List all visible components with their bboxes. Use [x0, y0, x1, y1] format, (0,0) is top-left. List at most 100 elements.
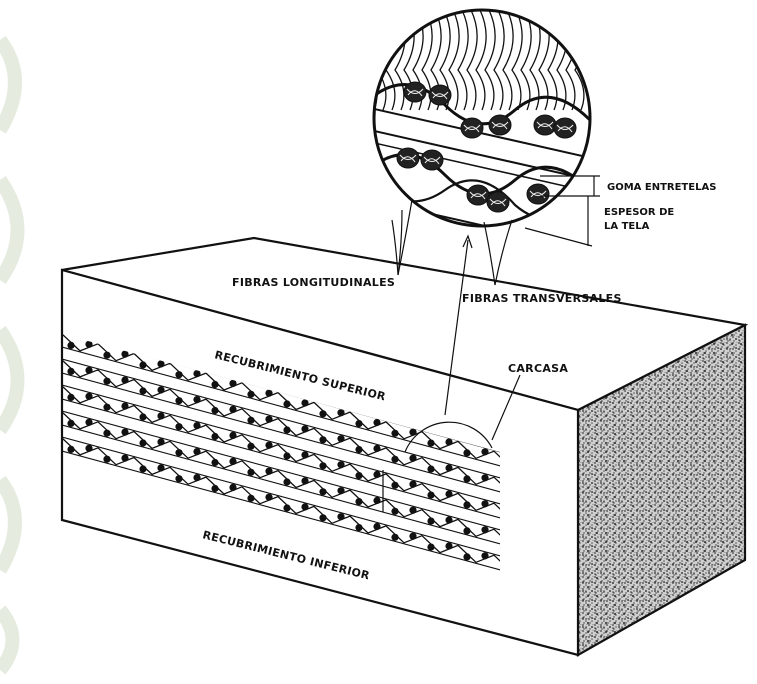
warp-fiber-dot	[301, 503, 308, 510]
warp-fiber-dot	[175, 397, 182, 404]
warp-fiber-dot	[373, 419, 380, 426]
warp-fiber-dot	[391, 508, 398, 515]
warp-fiber-dot	[211, 459, 218, 466]
warp-fiber-dot	[355, 472, 362, 479]
warp-fiber-dot	[193, 422, 200, 429]
label-carcass: CARCASA	[508, 362, 568, 375]
warp-fiber-dot	[427, 492, 434, 499]
warp-fiber-dot	[103, 404, 110, 411]
label-ply-thickness-line1: ESPESOR DE	[604, 207, 674, 218]
warp-fiber-dot	[391, 534, 398, 541]
warp-fiber-dot	[265, 390, 272, 397]
warp-fiber-dot	[211, 485, 218, 492]
warp-fiber-dot	[301, 425, 308, 432]
warp-fiber-dot	[67, 394, 74, 401]
fibrous-strand	[593, 10, 603, 110]
warp-fiber-dot	[85, 419, 92, 426]
inset-cord-bundle	[421, 150, 443, 170]
warp-fiber-dot	[463, 475, 470, 482]
warp-fiber-dot	[337, 409, 344, 416]
warp-fiber-dot	[481, 448, 488, 455]
warp-fiber-dot	[283, 426, 290, 433]
warp-fiber-dot	[157, 464, 164, 471]
warp-fiber-dot	[445, 516, 452, 523]
warp-fiber-dot	[157, 412, 164, 419]
inset-cord-bundle	[429, 85, 451, 105]
warp-fiber-dot	[373, 497, 380, 504]
warp-fiber-dot	[265, 442, 272, 449]
warp-fiber-dot	[247, 391, 254, 398]
inset-cord-bundle	[554, 118, 576, 138]
warp-fiber-dot	[193, 474, 200, 481]
warp-fiber-dot	[319, 436, 326, 443]
warp-fiber-dot	[337, 487, 344, 494]
warp-fiber-dot	[283, 478, 290, 485]
warp-fiber-dot	[463, 553, 470, 560]
warp-fiber-dot	[463, 501, 470, 508]
warp-fiber-dot	[427, 440, 434, 447]
warp-fiber-dot	[193, 370, 200, 377]
warp-fiber-dot	[283, 452, 290, 459]
warp-fiber-dot	[319, 488, 326, 495]
warp-fiber-dot	[301, 399, 308, 406]
warp-fiber-dot	[463, 527, 470, 534]
warp-fiber-dot	[427, 544, 434, 551]
warp-fiber-dot	[67, 342, 74, 349]
warp-fiber-dot	[247, 443, 254, 450]
warp-fiber-dot	[139, 413, 146, 420]
label-interply-rubber: GOMA ENTRETELAS	[607, 182, 716, 193]
warp-fiber-dot	[175, 449, 182, 456]
warp-fiber-dot	[211, 381, 218, 388]
warp-fiber-dot	[481, 552, 488, 559]
inset-cord-bundle	[534, 115, 556, 135]
warp-fiber-dot	[391, 482, 398, 489]
warp-fiber-dot	[481, 526, 488, 533]
warp-fiber-dot	[373, 523, 380, 530]
inset-cord-bundle	[397, 148, 419, 168]
inset-cord-bundle	[527, 184, 549, 204]
warp-fiber-dot	[463, 449, 470, 456]
warp-fiber-dot	[229, 380, 236, 387]
warp-fiber-dot	[373, 471, 380, 478]
warp-fiber-dot	[139, 439, 146, 446]
warp-fiber-dot	[103, 352, 110, 359]
warp-fiber-dot	[175, 371, 182, 378]
warp-fiber-dot	[103, 456, 110, 463]
watermark-decoration	[0, 40, 18, 670]
warp-fiber-dot	[337, 513, 344, 520]
warp-fiber-dot	[247, 417, 254, 424]
inset-cord-bundle	[489, 115, 511, 135]
label-ply-thickness-line2: LA TELA	[604, 221, 650, 232]
warp-fiber-dot	[175, 475, 182, 482]
label-transverse-fibers: FIBRAS TRANSVERSALES	[462, 292, 622, 305]
inset-cord-bundle	[467, 185, 489, 205]
warp-fiber-dot	[301, 451, 308, 458]
warp-fiber-dot	[409, 481, 416, 488]
warp-fiber-dot	[211, 433, 218, 440]
warp-fiber-dot	[175, 423, 182, 430]
warp-fiber-dot	[67, 446, 74, 453]
warp-fiber-dot	[139, 465, 146, 472]
warp-fiber-dot	[391, 430, 398, 437]
warp-fiber-dot	[67, 420, 74, 427]
warp-fiber-dot	[427, 518, 434, 525]
label-longitudinal-fibers: FIBRAS LONGITUDINALES	[232, 276, 395, 289]
warp-fiber-dot	[355, 420, 362, 427]
warp-fiber-dot	[355, 524, 362, 531]
warp-fiber-dot	[391, 456, 398, 463]
warp-fiber-dot	[355, 446, 362, 453]
warp-fiber-dot	[229, 458, 236, 465]
warp-fiber-dot	[481, 474, 488, 481]
warp-fiber-dot	[319, 514, 326, 521]
warp-fiber-dot	[157, 360, 164, 367]
warp-fiber-dot	[445, 438, 452, 445]
warp-fiber-dot	[229, 406, 236, 413]
warp-fiber-dot	[265, 494, 272, 501]
warp-fiber-dot	[265, 416, 272, 423]
warp-fiber-dot	[319, 410, 326, 417]
warp-fiber-dot	[373, 445, 380, 452]
warp-fiber-dot	[337, 461, 344, 468]
warp-fiber-dot	[85, 393, 92, 400]
warp-fiber-dot	[337, 435, 344, 442]
